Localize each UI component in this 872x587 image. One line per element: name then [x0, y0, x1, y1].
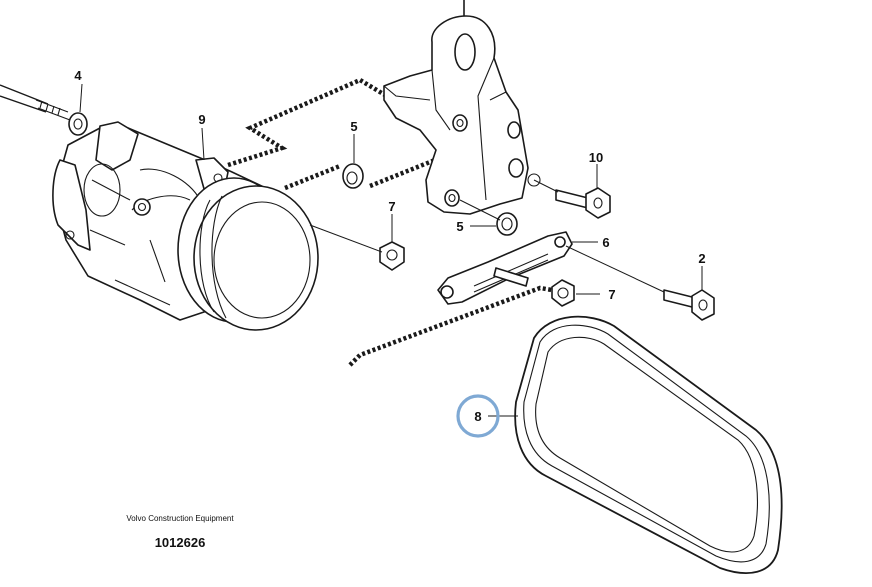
bolt-10: [555, 187, 611, 219]
spacer-5-upper: [342, 163, 364, 189]
leader-9: [201, 127, 205, 161]
callout-7-lower[interactable]: 7: [608, 287, 615, 302]
spacer-5-lower: [496, 212, 518, 236]
compressor: [52, 121, 319, 331]
washer-4: [68, 112, 88, 136]
v-belt: [514, 315, 783, 575]
callout-4[interactable]: 4: [74, 68, 82, 83]
leader-6-axis: [565, 245, 665, 293]
nut-7-upper: [379, 241, 405, 271]
mounting-bracket: [383, 0, 541, 215]
leader-7-upper-shaft: [309, 224, 383, 253]
long-rod: [0, 84, 71, 121]
callout-6[interactable]: 6: [602, 235, 609, 250]
credit-company-name: Volvo Construction Equipment: [126, 514, 234, 523]
figure-number: 1012626: [154, 535, 206, 550]
phantom-line-lower: [348, 285, 553, 367]
leader-4: [79, 83, 83, 113]
callout-2[interactable]: 2: [698, 251, 705, 266]
phantom-line-middle: [284, 163, 341, 191]
bolt-2: [663, 289, 715, 321]
callout-8[interactable]: 8: [474, 409, 481, 424]
callout-5-lower[interactable]: 5: [456, 219, 463, 234]
leader-10-axis: [533, 179, 559, 193]
phantom-line-upper: [227, 77, 387, 168]
callout-5-upper[interactable]: 5: [350, 119, 357, 134]
leader-bolt-axis: [459, 199, 501, 221]
callout-7-upper[interactable]: 7: [388, 199, 395, 214]
callout-10[interactable]: 10: [589, 150, 603, 165]
callout-8-highlight-ring: [456, 394, 500, 438]
nut-7-lower: [551, 279, 575, 307]
tension-bracket-6: [437, 231, 573, 305]
callout-9[interactable]: 9: [198, 112, 205, 127]
